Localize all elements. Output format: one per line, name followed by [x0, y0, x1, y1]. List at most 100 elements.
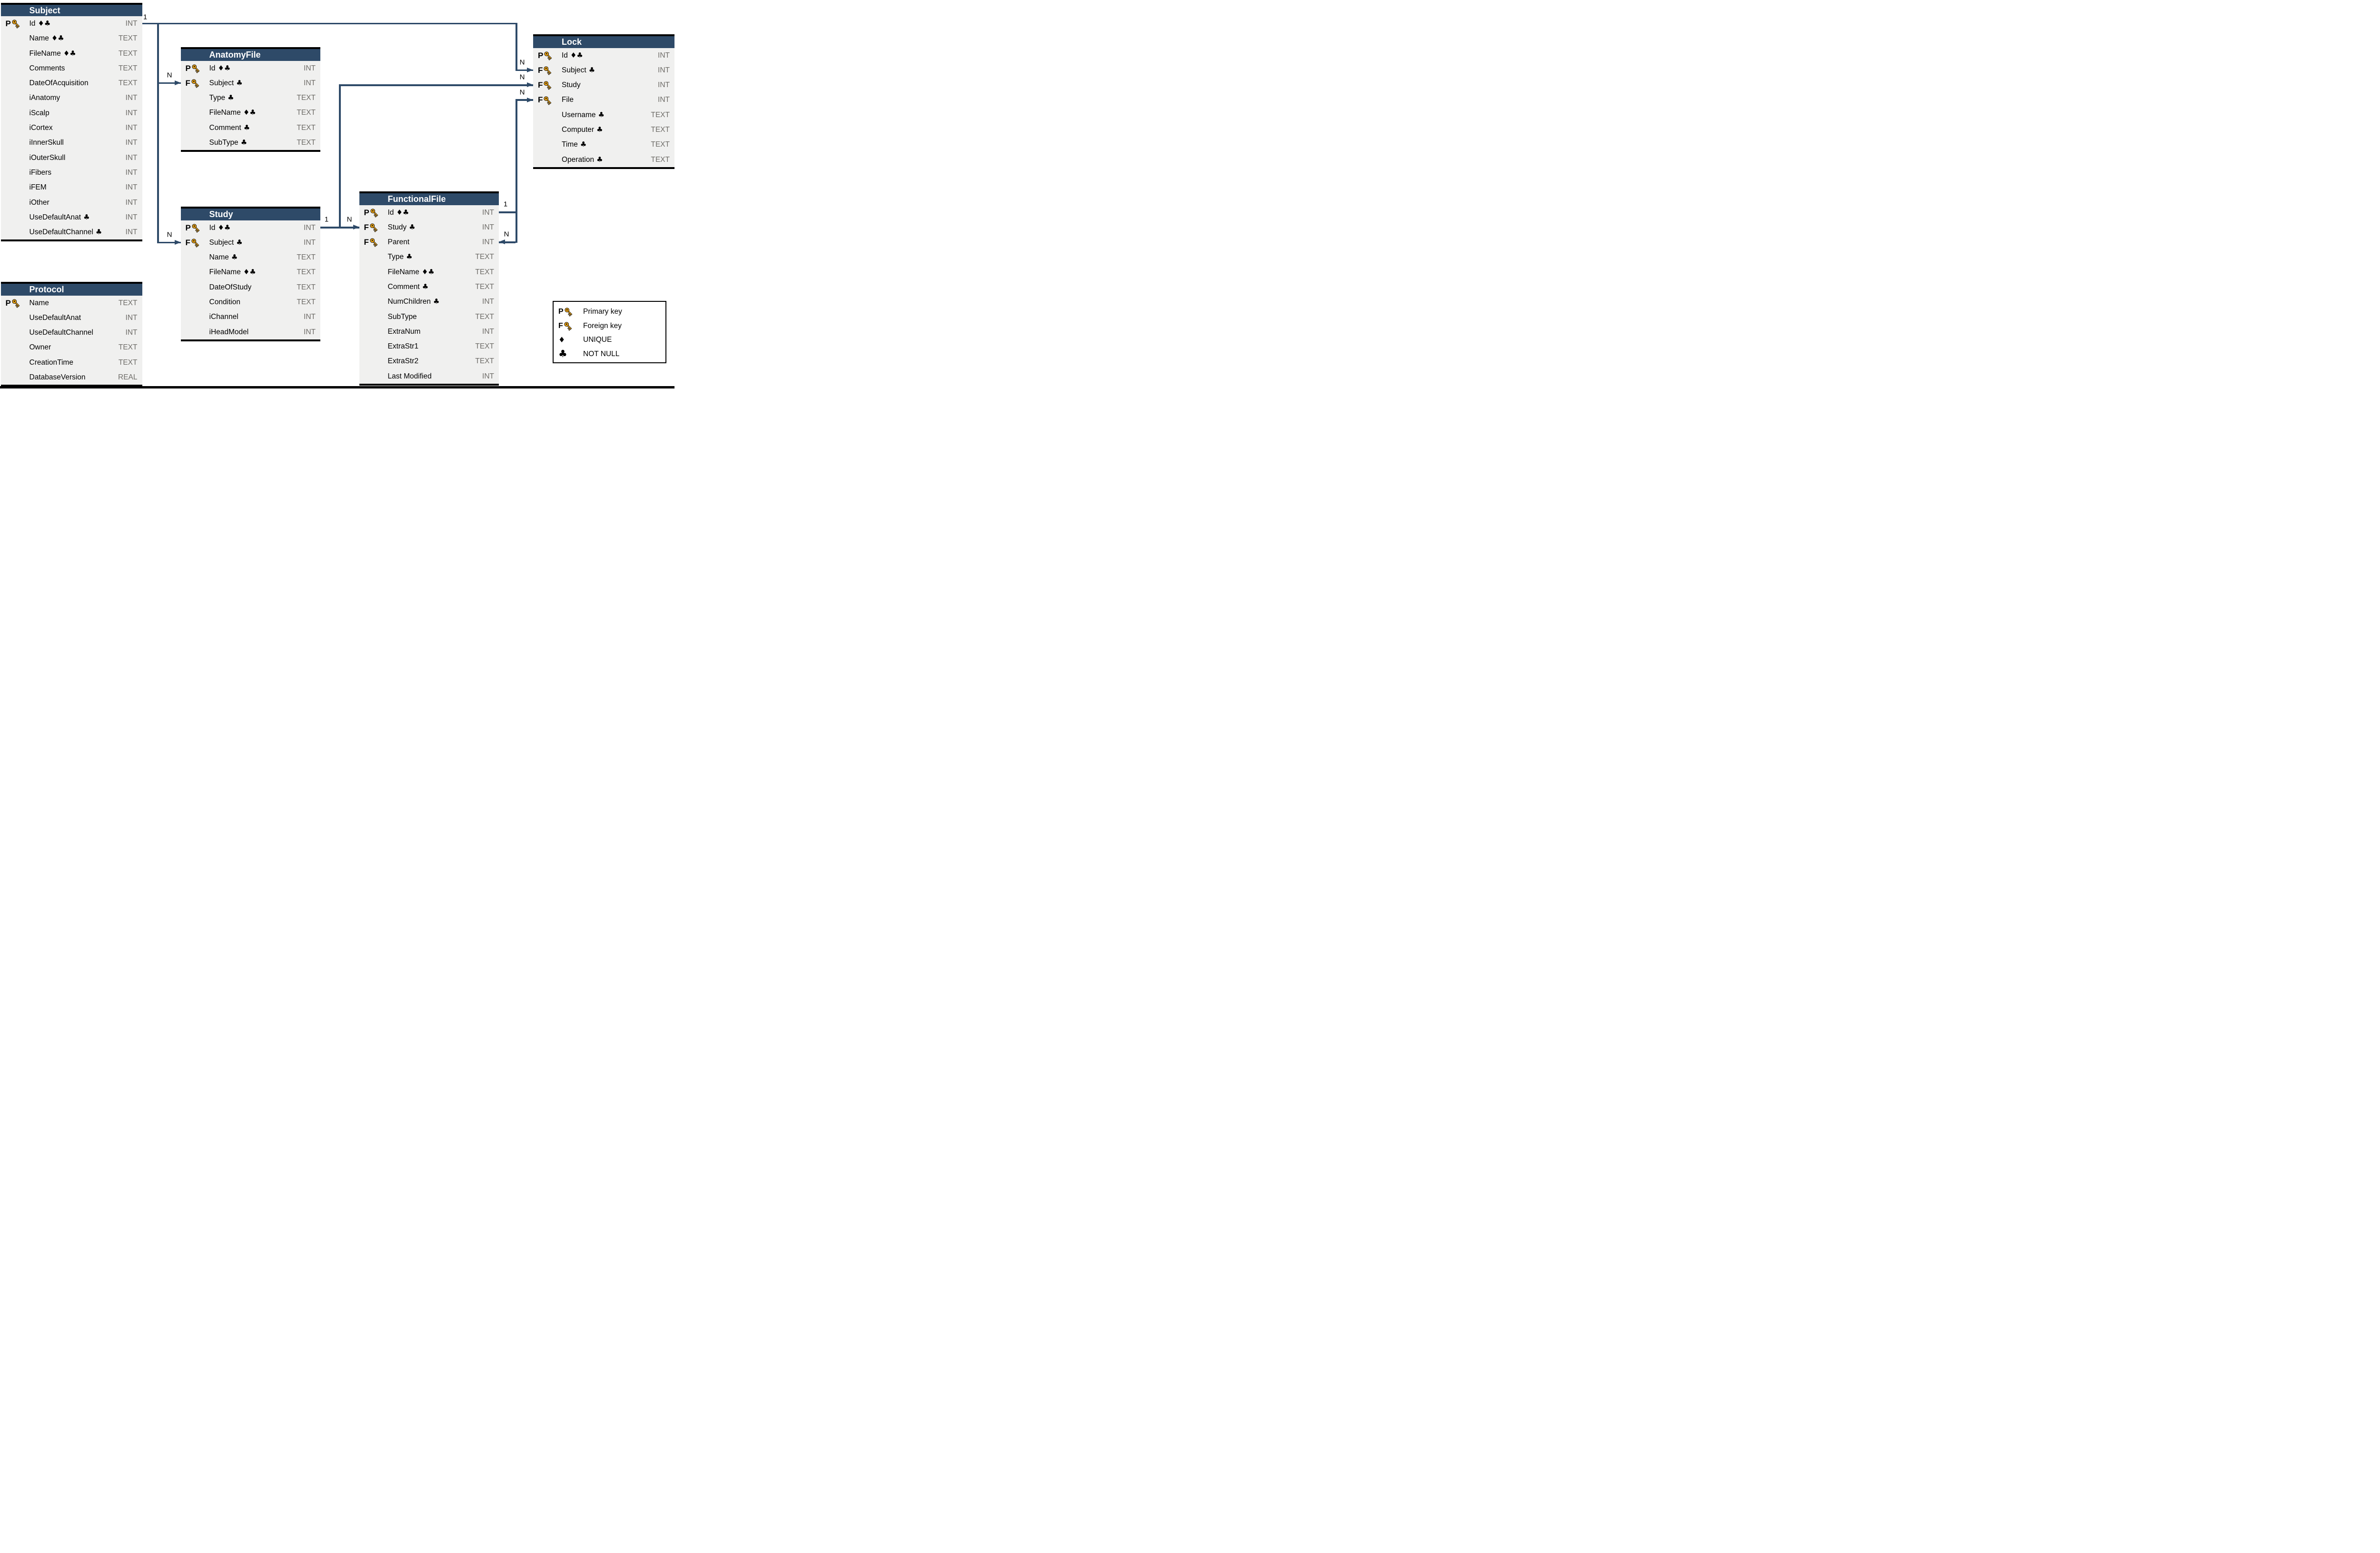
relationship-line	[517, 69, 533, 71]
not-null-icon: ♣	[588, 65, 595, 74]
field-name-text: ExtraNum	[387, 327, 421, 336]
cardinality-label: N	[519, 58, 525, 67]
key-letter: P	[558, 308, 564, 316]
relationship-line	[516, 99, 517, 243]
field-row: FileName♦♣TEXT	[181, 265, 321, 279]
field-name: CreationTime	[30, 355, 73, 370]
field-name-text: iFEM	[29, 183, 47, 192]
field-name: Computer♣	[562, 122, 603, 137]
key-letter: F	[364, 222, 369, 232]
field-type: TEXT	[118, 79, 138, 88]
field-name: Name♣	[209, 250, 238, 265]
field-name-text: Time	[562, 140, 578, 149]
field-name-text: FileName	[209, 109, 241, 117]
field-row: Time♣TEXT	[533, 137, 674, 152]
field-name: FileName♦♣	[209, 105, 256, 120]
field-type: INT	[658, 51, 670, 60]
legend-label: Primary key	[583, 308, 622, 316]
field-name: iInnerSkull	[30, 135, 64, 150]
unique-and-not-null-icons: ♦♣	[218, 223, 231, 232]
field-type: INT	[125, 228, 138, 237]
field-row: DatabaseVersion REAL	[1, 370, 142, 385]
field-type: INT	[658, 96, 670, 104]
table-title: Study	[180, 209, 320, 220]
field-name: Type♣	[388, 249, 413, 264]
key-letter: P	[538, 50, 544, 60]
field-name-text: iAnatomy	[29, 94, 60, 102]
primary-key-icon: P	[364, 205, 379, 220]
not-null-icon: ♣	[598, 110, 605, 119]
field-name: FileName♦♣	[209, 265, 256, 279]
not-null-icon: ♣	[240, 138, 248, 147]
field-name-text: Name	[29, 34, 49, 43]
field-name: Id♦♣	[562, 48, 583, 63]
field-name: DatabaseVersion	[30, 370, 86, 385]
field-name: Type♣	[209, 90, 234, 105]
field-name-text: FileName	[387, 268, 419, 276]
arrowhead-icon	[499, 239, 505, 245]
key-letter: P	[5, 19, 11, 28]
field-name-text: SubType	[387, 312, 417, 321]
field-name-text: Name	[29, 299, 49, 307]
field-name: Name	[30, 296, 49, 310]
primary-key-icon: P	[558, 305, 574, 319]
field-type: INT	[482, 238, 494, 247]
field-name: Subject♣	[562, 63, 595, 78]
unique-and-not-null-icons: ♦♣	[396, 208, 409, 217]
not-null-icon: ♣	[236, 238, 243, 247]
field-name-text: UseDefaultChannel	[29, 329, 93, 337]
not-null-icon: ♣	[406, 252, 413, 261]
field-type: INT	[125, 153, 138, 162]
arrowhead-icon	[174, 239, 181, 245]
field-row: FileName♦♣TEXT	[1, 46, 142, 61]
field-type: TEXT	[297, 109, 316, 117]
foreign-key-icon: F	[364, 235, 379, 249]
field-name-text: Subject	[209, 79, 234, 87]
primary-key-icon: P	[6, 296, 21, 310]
not-null-club-icon: ♣	[558, 347, 567, 361]
field-name-text: iOuterSkull	[29, 153, 66, 162]
field-row: Operation♣TEXT	[533, 152, 674, 167]
field-type: TEXT	[475, 357, 494, 366]
field-type: TEXT	[651, 140, 670, 149]
field-name-text: iScalp	[29, 109, 50, 117]
key-letter: F	[185, 238, 190, 247]
field-name: Parent	[388, 235, 410, 249]
not-null-icon: ♣	[596, 125, 603, 134]
field-name: iAnatomy	[30, 90, 60, 105]
field-type: TEXT	[118, 64, 138, 72]
field-name: Id♦♣	[209, 220, 231, 235]
field-type: INT	[304, 238, 316, 247]
field-type: INT	[482, 223, 494, 231]
field-name: ExtraNum	[388, 324, 421, 339]
field-name: Username♣	[562, 108, 605, 122]
primary-key-icon: P	[538, 48, 553, 63]
field-type: INT	[125, 94, 138, 102]
field-row: iScalp INT	[1, 106, 142, 120]
field-type: INT	[125, 109, 138, 117]
relationship-line	[517, 99, 533, 101]
field-type: REAL	[118, 373, 138, 381]
relationship-line	[516, 22, 517, 71]
not-null-icon: ♣	[243, 123, 250, 132]
arrowhead-icon	[174, 80, 181, 85]
field-row: Type♣TEXT	[181, 90, 321, 105]
field-name-text: iInnerSkull	[29, 139, 64, 147]
cardinality-label: N	[519, 88, 525, 97]
field-type: TEXT	[297, 138, 316, 147]
field-name-text: Comment	[209, 123, 241, 132]
